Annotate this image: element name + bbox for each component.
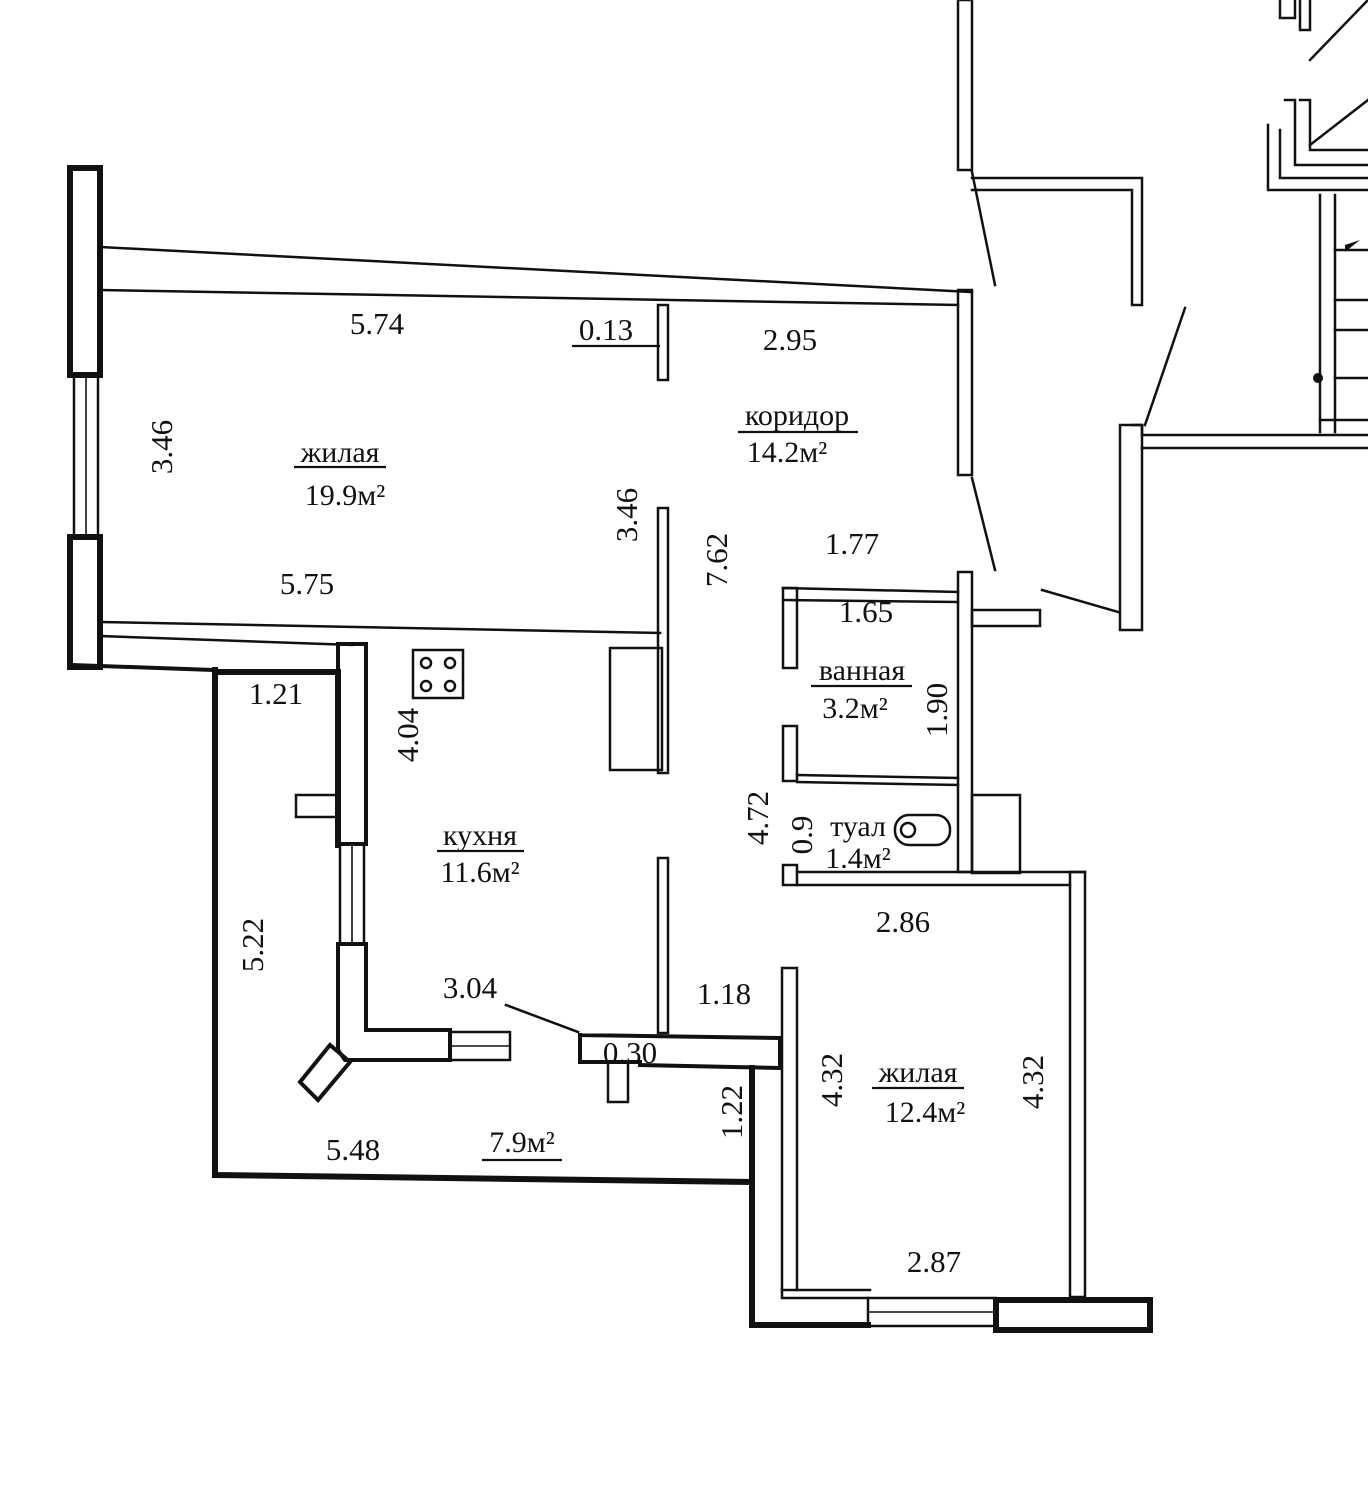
stairwell-area [956, 0, 1368, 450]
dim-label: 1.22 [714, 1085, 749, 1139]
loggia-walls [212, 667, 1153, 1333]
dim-label: 5.75 [280, 566, 334, 601]
shaft [970, 793, 1022, 875]
dim-label: 3.04 [443, 970, 498, 1005]
railing-post [1313, 373, 1323, 383]
dim-label: 4.04 [390, 707, 425, 762]
dim-label: 2.95 [763, 322, 817, 357]
dim-label: 0.13 [579, 312, 633, 347]
dim-label: 5.74 [350, 306, 405, 341]
room-area-living-small: 12.4м² [885, 1096, 965, 1129]
dim-label: 1.65 [839, 594, 893, 629]
dim-label: 5.22 [235, 918, 270, 972]
dim-label: 0.9 [784, 816, 819, 855]
room-area-kitchen: 11.6м² [440, 856, 519, 889]
room-area-bathroom: 3.2м² [822, 692, 887, 725]
room-area-toilet: 1.4м² [825, 842, 890, 875]
stair-arrow-icon [1345, 240, 1360, 252]
dim-label: 1.18 [697, 976, 751, 1011]
outer-walls [67, 165, 974, 673]
room-label-living-large: жилая [300, 436, 380, 469]
room-label-kitchen: кухня [443, 819, 517, 852]
room-label-bathroom: ванная [819, 654, 906, 687]
dim-label: 4.32 [1015, 1055, 1050, 1109]
door-swing-line [970, 170, 997, 287]
room-area-corridor: 14.2м² [747, 436, 827, 469]
dim-label: 4.72 [740, 791, 775, 845]
radiator-icon [294, 793, 340, 819]
dim-label: 1.77 [825, 526, 879, 561]
leader-line [504, 1003, 580, 1034]
dim-label: 1.90 [919, 683, 954, 737]
room-label-toilet: туал [830, 810, 886, 843]
dim-label: 5.48 [326, 1132, 380, 1167]
room-label-living-small: жилая [878, 1056, 958, 1089]
toilet-icon [893, 813, 952, 847]
dim-label: 0.30 [603, 1035, 657, 1070]
stove-icon [411, 648, 465, 700]
kitchen-cabinet [608, 646, 664, 772]
room-label-corridor: коридор [745, 399, 849, 432]
room-area-living-large: 19.9м² [305, 479, 385, 512]
dim-label: 2.86 [876, 904, 930, 939]
dim-label: 3.46 [144, 420, 179, 474]
dim-label: 4.32 [814, 1053, 849, 1107]
room-labels: жилая 19.9м² коридор 14.2м² ванная 3.2м²… [294, 399, 965, 1162]
dim-label: 2.87 [907, 1244, 961, 1279]
kitchen-walls [294, 642, 782, 1104]
interior-partitions [608, 288, 1144, 1299]
room-area-loggia: 7.9м² [489, 1126, 554, 1159]
door-swing-line [970, 476, 997, 572]
dim-label: 3.46 [609, 488, 644, 542]
dim-label: 1.21 [249, 676, 303, 711]
door-swing-line [1143, 306, 1187, 427]
door-leaf [297, 1042, 353, 1103]
dimension-labels: 5.74 0.13 2.95 1.77 5.75 1.65 1.21 2.86 … [144, 306, 1050, 1279]
door-swing-line [1040, 588, 1120, 614]
dim-label: 7.62 [699, 533, 734, 587]
